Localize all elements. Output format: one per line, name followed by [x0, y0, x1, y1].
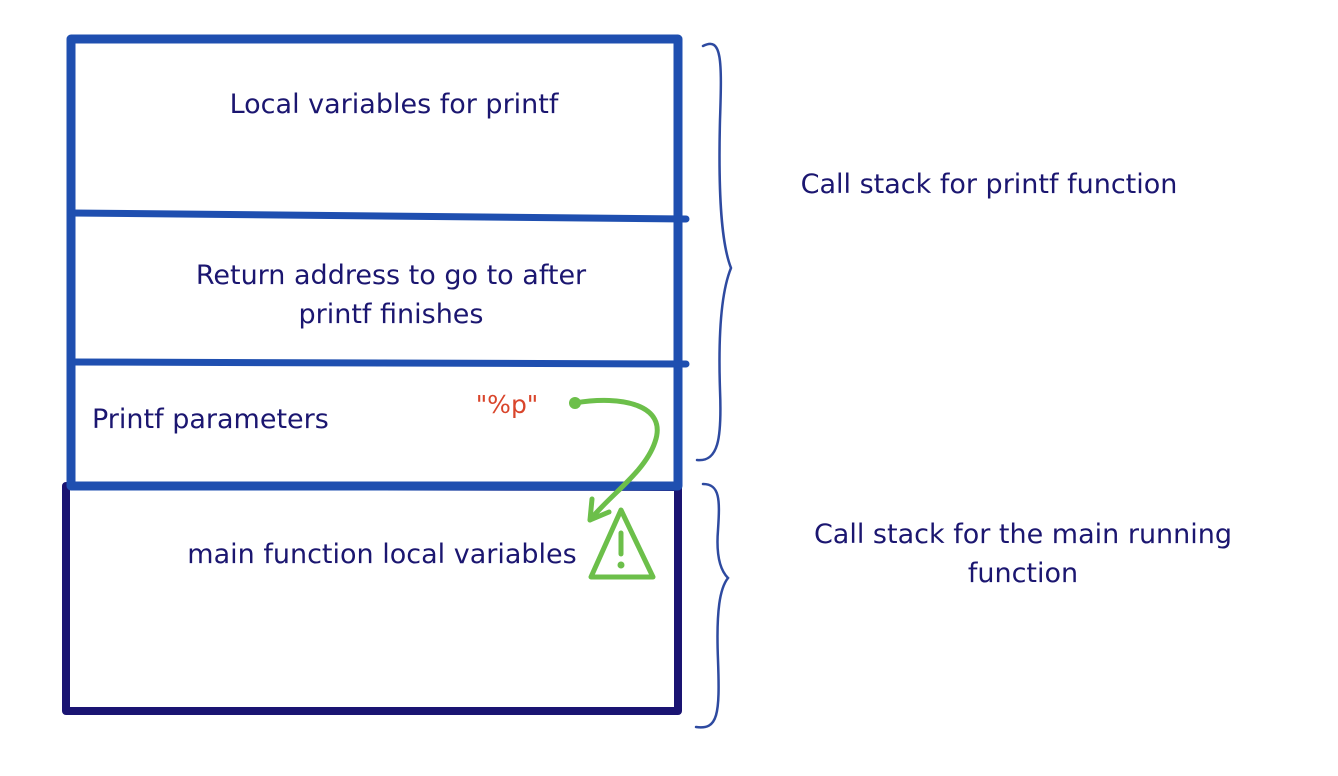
printf-stack-frame: [66, 34, 690, 491]
main-call-stack-label-line1: Call stack for the main running: [814, 519, 1232, 550]
printf-brace-icon: [695, 42, 733, 462]
return-address-label-line1: Return address to go to after: [196, 260, 587, 291]
printf-frame-border: [66, 34, 683, 491]
printf-divider-bottom: [67, 358, 690, 368]
printf-call-stack-label: Call stack for printf function: [801, 169, 1178, 200]
printf-parameters-label: Printf parameters: [92, 404, 329, 435]
main-call-stack-label-line2: function: [968, 558, 1078, 589]
printf-divider-top: [67, 209, 690, 223]
curved-arrow-icon: [569, 397, 660, 523]
warning-triangle-icon: [588, 507, 656, 580]
format-string-label: "%p": [476, 390, 539, 419]
printf-local-variables-label: Local variables for printf: [230, 89, 560, 120]
main-stack-frame: [62, 482, 682, 715]
main-frame-border: [62, 482, 682, 715]
main-local-variables-label: main function local variables: [187, 539, 576, 570]
return-address-label-line2: printf finishes: [298, 299, 483, 330]
main-brace-icon: [694, 482, 730, 729]
